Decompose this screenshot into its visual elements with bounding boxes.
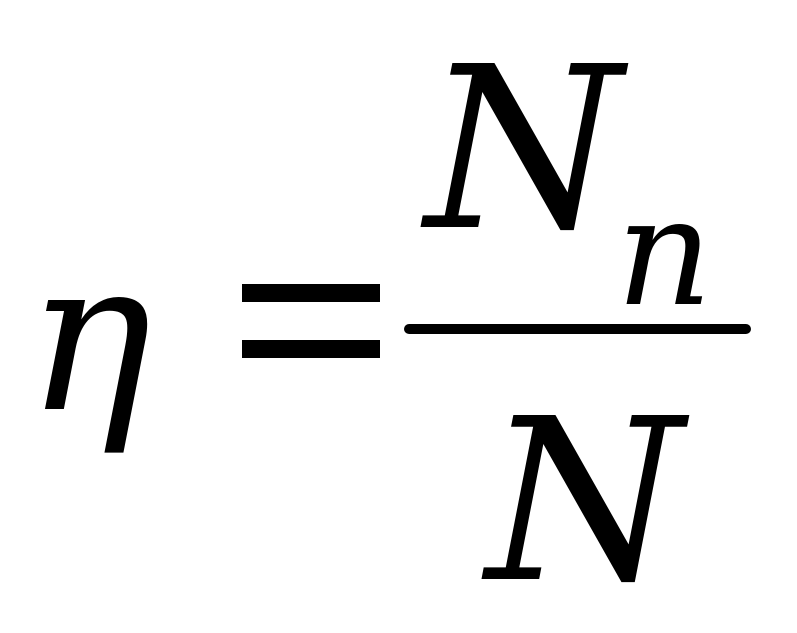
denominator: N [486,371,683,633]
fraction-bar [404,324,751,334]
numerator-base: N [425,19,622,281]
eta-symbol: η [26,214,152,459]
equals-sign-top-bar [242,284,380,302]
numerator-subscript: n [616,166,713,340]
equals-sign-bottom-bar [242,340,380,358]
